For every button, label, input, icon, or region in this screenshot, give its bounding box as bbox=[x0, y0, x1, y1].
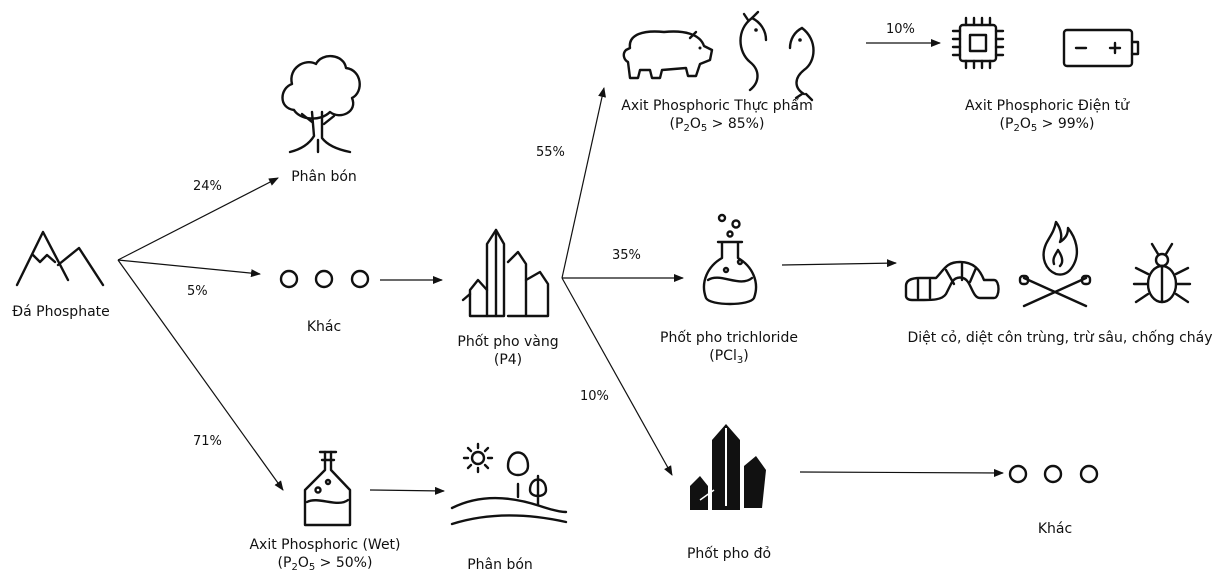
edge-label-p4-food: 55% bbox=[536, 145, 565, 160]
flask-icon bbox=[303, 450, 352, 527]
edge-label-p4-trichloride: 35% bbox=[612, 248, 641, 263]
trichloride-label: Phốt pho trichloride (PCl3) bbox=[660, 329, 798, 370]
trichloride-name: Phốt pho trichloride bbox=[660, 330, 798, 346]
electronic-acid-spec: (P2O5 > 99%) bbox=[999, 116, 1095, 134]
tree-icon bbox=[281, 55, 361, 154]
mountain-icon bbox=[15, 230, 105, 287]
arrow-rock-to-other bbox=[117, 259, 261, 278]
edge-label-rock-wet: 71% bbox=[193, 434, 222, 449]
pig-icon bbox=[622, 30, 714, 80]
yellow-phosphorus-name: Phốt pho vàng bbox=[457, 334, 559, 350]
electronic-acid-label: Axit Phosphoric Điện tử (P2O5 > 99%) bbox=[965, 97, 1129, 138]
fertilizer-top-label: Phân bón bbox=[291, 169, 357, 185]
chip-icon bbox=[951, 16, 1005, 70]
fire-icon bbox=[1018, 220, 1092, 308]
edge-label-food-electronic: 10% bbox=[886, 22, 915, 37]
red-phosphorus-label: Phốt pho đỏ bbox=[686, 546, 772, 562]
flask-bubbles-icon bbox=[702, 213, 758, 306]
flow-arrows bbox=[117, 39, 1004, 495]
arrow-rock-to-wet-acid bbox=[117, 259, 284, 491]
landscape-icon bbox=[450, 442, 568, 526]
food-acid-label: Axit Phosphoric Thực phẩm (P2O5 > 85%) bbox=[621, 97, 812, 138]
fertilizer-bottom-label: Phân bón bbox=[467, 557, 533, 573]
beetle-icon bbox=[1132, 242, 1192, 304]
phosphate-rock-label: Đá Phosphate bbox=[12, 304, 110, 320]
red-crystal-icon bbox=[690, 424, 766, 510]
battery-icon bbox=[1062, 28, 1140, 68]
other-end-label: Khác bbox=[1037, 521, 1073, 537]
trichloride-formula: (PCl3) bbox=[709, 348, 749, 366]
food-acid-spec: (P2O5 > 85%) bbox=[669, 116, 765, 134]
yellow-phosphorus-formula: (P4) bbox=[493, 352, 523, 368]
ellipsis-icon bbox=[279, 269, 370, 289]
arrow-trichloride-to-pesticides bbox=[781, 259, 897, 268]
electronic-acid-name: Axit Phosphoric Điện tử bbox=[964, 98, 1130, 114]
arrow-wet-acid-to-fertilizer bbox=[369, 486, 445, 495]
arrow-red-to-other bbox=[799, 468, 1004, 477]
wet-acid-name: Axit Phosphoric (Wet) bbox=[249, 537, 401, 553]
crystal-icon bbox=[461, 228, 550, 318]
wet-acid-spec: (P2O5 > 50%) bbox=[277, 555, 373, 573]
pesticides-label: Diệt cỏ, diệt côn trùng, trừ sâu, chống … bbox=[907, 330, 1213, 346]
ellipsis-end-icon bbox=[1008, 464, 1099, 484]
edge-label-p4-red: 10% bbox=[580, 389, 609, 404]
edge-label-rock-fertilizer: 24% bbox=[193, 179, 222, 194]
food-acid-name: Axit Phosphoric Thực phẩm bbox=[621, 98, 813, 114]
arrow-p4-to-food-acid bbox=[561, 87, 606, 279]
wet-acid-label: Axit Phosphoric (Wet) (P2O5 > 50%) bbox=[249, 536, 400, 577]
worm-icon bbox=[904, 260, 1000, 302]
edge-label-rock-other: 5% bbox=[187, 284, 208, 299]
arrow-p4-to-red-phosphorus bbox=[561, 277, 673, 476]
yellow-phosphorus-label: Phốt pho vàng (P4) bbox=[457, 333, 558, 369]
arrow-rock-to-fertilizer bbox=[117, 177, 279, 261]
fish-icon bbox=[739, 10, 815, 102]
other-mid-label: Khác bbox=[306, 319, 342, 335]
